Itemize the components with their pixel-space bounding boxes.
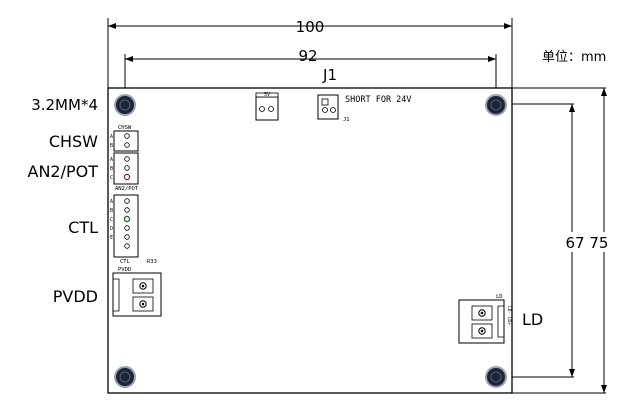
an2pot-small-label: AN2/POT — [115, 186, 139, 192]
ld-pin-labels: LD- LD+ — [506, 306, 512, 325]
connector-ctl: A B C D E — [110, 194, 139, 258]
connector-5v: 5V — [255, 92, 279, 121]
dim-overall-width — [107, 18, 513, 96]
ctl-pin-b: B — [110, 208, 113, 214]
dim-heights-label: 67 75 — [566, 234, 609, 252]
mounting-hole-top-right — [485, 94, 507, 116]
label-chsw: CHSW — [49, 132, 98, 151]
an2-pin-b: B — [110, 166, 113, 172]
label-ld: LD — [522, 310, 543, 329]
chsw-pin-b: B — [110, 143, 113, 149]
label-ctl: CTL — [68, 218, 98, 237]
dim-overall-width-label: 100 — [296, 18, 325, 36]
mounting-hole-bottom-left — [114, 366, 136, 388]
chsw-pin-a: A — [110, 134, 113, 140]
dim-heights-label-bg — [558, 232, 616, 252]
unit-label: 单位：mm — [542, 50, 606, 65]
chsw-small-label: CHSW — [118, 125, 132, 131]
dim-hole-spacing-label: 92 — [298, 47, 317, 65]
connector-an2-pot: A B C — [110, 152, 139, 185]
ctl-pin-c: C — [110, 217, 113, 223]
an2-pin-c: C — [110, 175, 113, 181]
j1-small-label: J1 — [343, 117, 350, 123]
ld-small-label: LD — [496, 294, 503, 300]
connector-5v-label: 5V — [264, 92, 270, 98]
label-an2-pot: AN2/POT — [28, 162, 99, 181]
mounting-hole-top-left — [114, 94, 136, 116]
terminal-pvdd — [112, 272, 162, 317]
label-mounting-holes: 3.2MM*4 — [31, 96, 98, 114]
mounting-hole-bottom-right — [485, 366, 507, 388]
r33-label: R33 — [147, 259, 157, 265]
connector-chsw: A B — [110, 130, 139, 152]
ctl-pin-a: A — [110, 199, 113, 205]
terminal-ld: LD- LD+ — [458, 299, 512, 344]
pcb-board-outline — [107, 87, 513, 394]
j1-title: J1 — [322, 66, 337, 84]
connector-j1 — [317, 94, 339, 120]
label-pvdd: PVDD — [53, 287, 98, 306]
pvdd-small-label: PVDD — [118, 267, 131, 273]
short-for-24v-note: SHORT FOR 24V — [345, 95, 412, 105]
ctl-small-label: CTL — [120, 259, 131, 265]
ctl-pin-e: E — [110, 235, 113, 241]
an2-pin-a: A — [110, 157, 113, 163]
ctl-pin-d: D — [110, 226, 113, 232]
